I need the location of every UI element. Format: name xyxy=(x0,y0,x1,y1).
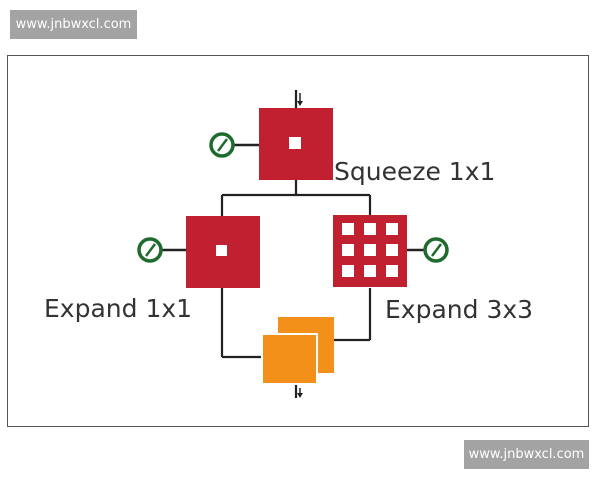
squeeze-block xyxy=(259,108,333,180)
concat-output-block xyxy=(261,317,334,385)
gauge-icon xyxy=(137,237,186,263)
down-arrow-icon xyxy=(297,388,303,398)
output-front-square xyxy=(261,333,318,385)
gauge-icon xyxy=(209,132,259,158)
expand1-kernel xyxy=(216,245,227,256)
expand1-block xyxy=(186,216,260,288)
connector-lines xyxy=(220,90,372,398)
expand3-block xyxy=(333,215,407,287)
expand3-label: Expand 3x3 xyxy=(385,295,533,324)
expand3-kernel-grid xyxy=(342,223,398,277)
squeeze-label: Squeeze 1x1 xyxy=(334,157,495,186)
expand1-label: Expand 1x1 xyxy=(44,294,192,323)
watermark-top: www.jnbwxcl.com xyxy=(10,10,137,39)
squeeze-kernel xyxy=(289,137,301,149)
down-arrow-icon xyxy=(297,93,303,106)
gauge-icon xyxy=(407,237,449,263)
watermark-bottom: www.jnbwxcl.com xyxy=(464,440,589,469)
